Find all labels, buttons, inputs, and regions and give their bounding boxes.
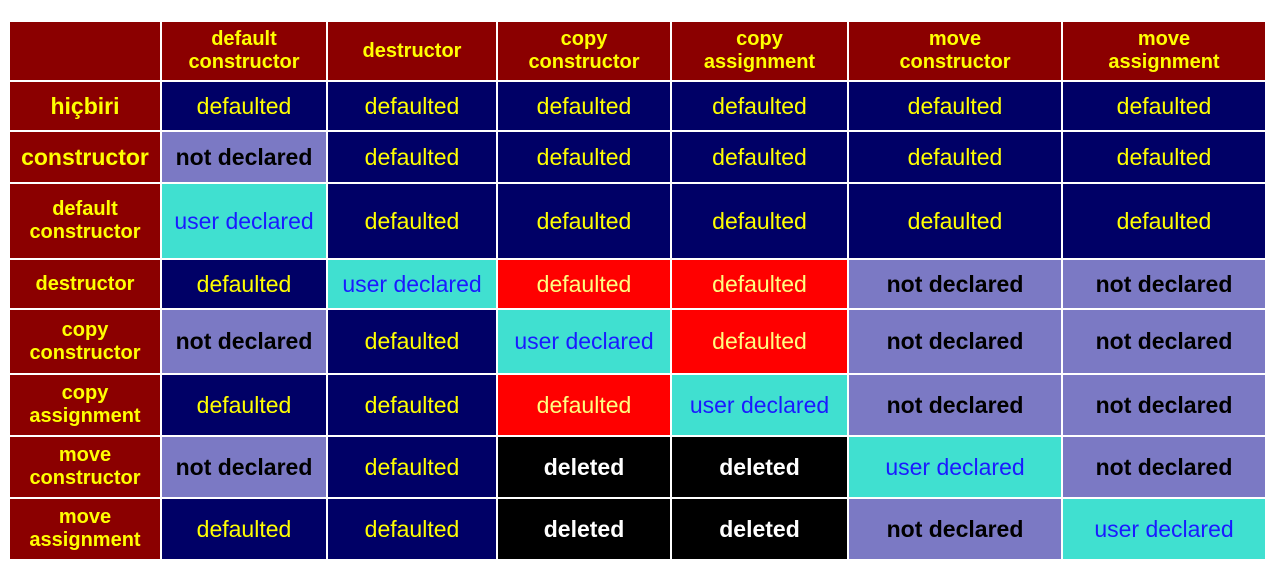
table-cell: deleted: [498, 499, 670, 559]
table-cell: not declared: [849, 375, 1061, 435]
row-header-destructor: destructor: [10, 260, 160, 308]
row-header-move-assignment: move assignment: [10, 499, 160, 559]
row-header-none: hiçbiri: [10, 82, 160, 130]
table-cell: user declared: [672, 375, 847, 435]
table-cell: defaulted: [498, 82, 670, 130]
table-cell: not declared: [1063, 310, 1265, 373]
col-header-copy-assignment: copy assignment: [672, 22, 847, 80]
table-cell: defaulted: [162, 499, 326, 559]
table-cell: defaulted: [672, 132, 847, 182]
table-cell: user declared: [1063, 499, 1265, 559]
table-cell: not declared: [1063, 260, 1265, 308]
table-cell: defaulted: [498, 184, 670, 258]
table-cell: deleted: [672, 499, 847, 559]
col-header-destructor: destructor: [328, 22, 496, 80]
row-header-constructor: constructor: [10, 132, 160, 182]
table-cell: not declared: [1063, 437, 1265, 497]
special-members-table: default constructor destructor copy cons…: [10, 22, 1265, 559]
row-header-copy-constructor: copy constructor: [10, 310, 160, 373]
table-cell: deleted: [672, 437, 847, 497]
row-header-move-constructor: move constructor: [10, 437, 160, 497]
col-header-move-assignment: move assignment: [1063, 22, 1265, 80]
table-cell: defaulted: [328, 132, 496, 182]
table-cell: defaulted: [498, 132, 670, 182]
row-header-copy-assignment: copy assignment: [10, 375, 160, 435]
table-cell: defaulted: [1063, 184, 1265, 258]
table-cell: defaulted: [1063, 82, 1265, 130]
table-cell: defaulted: [328, 310, 496, 373]
corner-cell: [10, 22, 160, 80]
table-cell: defaulted: [498, 375, 670, 435]
row-header-default-constructor: default constructor: [10, 184, 160, 258]
table-cell: defaulted: [162, 260, 326, 308]
table-cell: user declared: [498, 310, 670, 373]
table-cell: not declared: [849, 310, 1061, 373]
table-cell: defaulted: [849, 82, 1061, 130]
table-cell: defaulted: [672, 184, 847, 258]
table-cell: defaulted: [849, 132, 1061, 182]
table-cell: not declared: [849, 260, 1061, 308]
table-cell: not declared: [162, 310, 326, 373]
table-cell: defaulted: [498, 260, 670, 308]
table-cell: defaulted: [672, 310, 847, 373]
table-cell: not declared: [162, 437, 326, 497]
table-cell: defaulted: [328, 184, 496, 258]
table-cell: user declared: [849, 437, 1061, 497]
table-cell: defaulted: [162, 375, 326, 435]
table-cell: defaulted: [328, 499, 496, 559]
table-cell: defaulted: [672, 82, 847, 130]
table-cell: not declared: [162, 132, 326, 182]
table-cell: defaulted: [672, 260, 847, 308]
table-cell: not declared: [849, 499, 1061, 559]
col-header-copy-constructor: copy constructor: [498, 22, 670, 80]
table-cell: defaulted: [849, 184, 1061, 258]
table-cell: user declared: [162, 184, 326, 258]
col-header-default-constructor: default constructor: [162, 22, 326, 80]
table-cell: defaulted: [1063, 132, 1265, 182]
table-cell: defaulted: [162, 82, 326, 130]
table-cell: defaulted: [328, 437, 496, 497]
table-cell: deleted: [498, 437, 670, 497]
table-cell: not declared: [1063, 375, 1265, 435]
table-cell: user declared: [328, 260, 496, 308]
table-cell: defaulted: [328, 375, 496, 435]
col-header-move-constructor: move constructor: [849, 22, 1061, 80]
table-cell: defaulted: [328, 82, 496, 130]
